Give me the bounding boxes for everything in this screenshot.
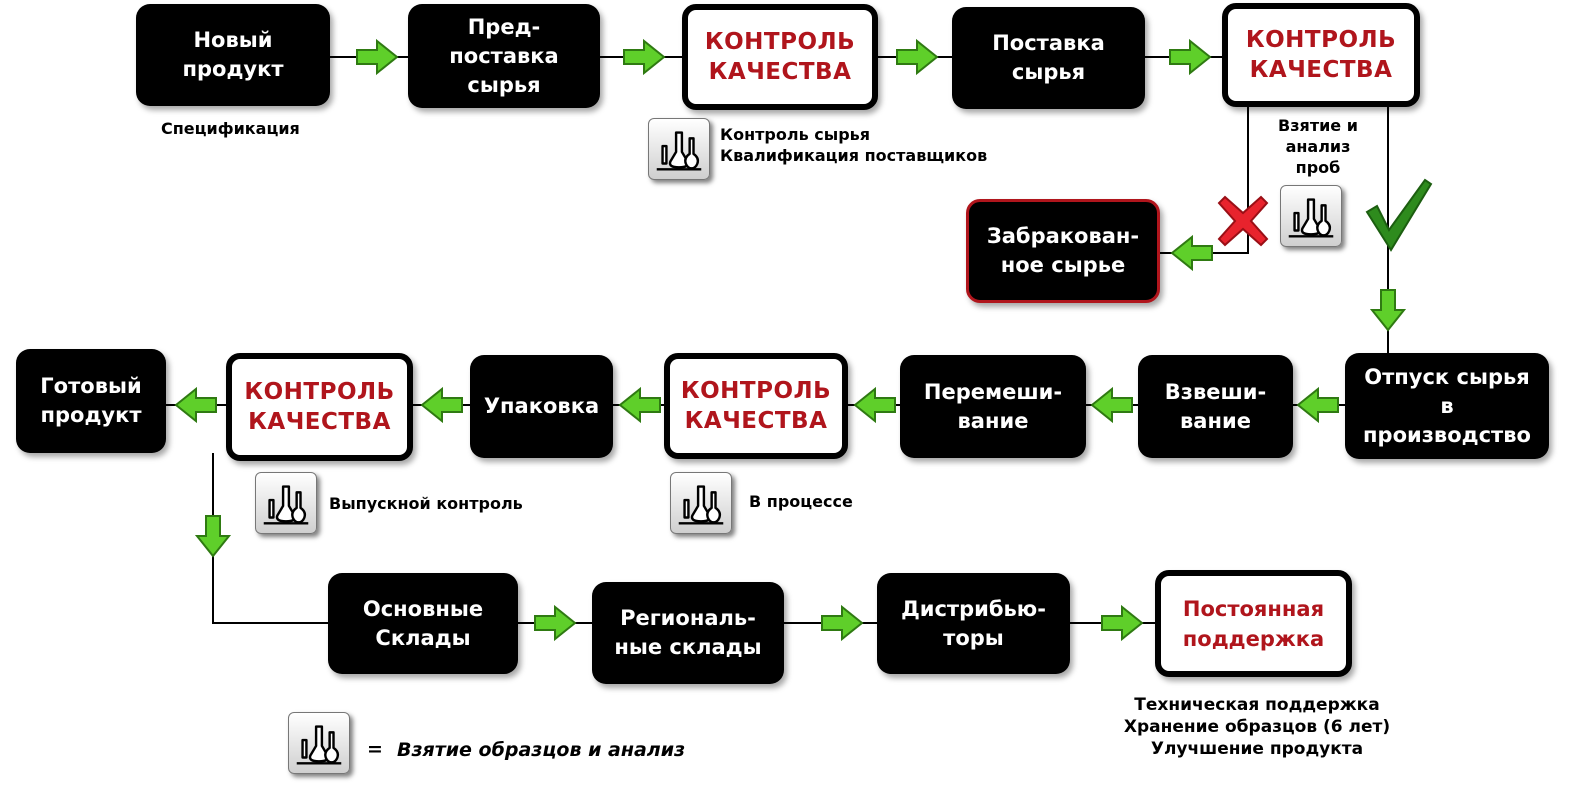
finished-product-box: Готовый продукт xyxy=(16,349,166,453)
arrow-icon xyxy=(355,38,399,76)
weighing-box: Взвеши- вание xyxy=(1138,355,1293,458)
regional-warehouses-box: Региональ- ные склады xyxy=(592,582,784,684)
legend-equals: = xyxy=(367,738,383,760)
arrow-icon xyxy=(1168,38,1212,76)
arrow-icon xyxy=(420,386,464,424)
quality-control-box: КОНТРОЛЬ КАЧЕСТВА xyxy=(682,4,878,110)
new-product-box: Новый продукт xyxy=(136,4,330,106)
packing-box: Упаковка xyxy=(470,355,613,458)
lab-flasks-icon xyxy=(1280,185,1342,247)
arrow-icon xyxy=(853,386,897,424)
green-check-icon xyxy=(1365,178,1433,254)
specification-label: Спецификация xyxy=(161,119,300,138)
arrow-icon xyxy=(1296,386,1340,424)
supply-box: Поставка сырья xyxy=(952,7,1145,109)
pre-supply-box: Пред- поставка сырья xyxy=(408,4,600,108)
lab-flasks-icon xyxy=(648,118,710,180)
arrow-icon xyxy=(194,514,232,558)
arrow-icon xyxy=(174,386,218,424)
red-cross-icon xyxy=(1215,193,1271,249)
sampling-label: Взятие и анализ проб xyxy=(1278,116,1358,177)
support-notes-label: Техническая поддержка Хранение образцов … xyxy=(1123,695,1391,759)
raw-control-label: Контроль сырья Квалификация поставщиков xyxy=(720,125,988,165)
mixing-box: Перемеши- вание xyxy=(900,355,1086,458)
lab-flasks-icon xyxy=(255,472,317,534)
arrow-icon xyxy=(1170,234,1214,272)
arrow-icon xyxy=(820,604,864,642)
ongoing-support-box: Постоянная поддержка xyxy=(1155,570,1352,677)
lab-flasks-icon xyxy=(670,472,732,534)
quality-control-box: КОНТРОЛЬ КАЧЕСТВА xyxy=(1222,3,1420,107)
quality-control-box: КОНТРОЛЬ КАЧЕСТВА xyxy=(664,353,848,459)
rejected-material-box: Забракован- ное сырье xyxy=(966,199,1160,303)
arrow-icon xyxy=(895,38,939,76)
arrow-icon xyxy=(622,38,666,76)
arrow-icon xyxy=(533,604,577,642)
release-control-label: Выпускной контроль xyxy=(329,494,523,513)
release-to-production-box: Отпуск сырья в производство xyxy=(1345,353,1549,459)
arrow-icon xyxy=(1090,386,1134,424)
arrow-icon xyxy=(1369,288,1407,332)
arrow-icon xyxy=(1100,604,1144,642)
lab-flasks-icon xyxy=(288,712,350,774)
quality-control-box: КОНТРОЛЬ КАЧЕСТВА xyxy=(226,353,413,461)
distributors-box: Дистрибью- торы xyxy=(877,573,1070,674)
in-process-label: В процессе xyxy=(749,492,853,511)
main-warehouses-box: Основные Склады xyxy=(328,573,518,674)
legend-label: Взятие образцов и анализ xyxy=(397,739,686,761)
arrow-icon xyxy=(618,386,662,424)
